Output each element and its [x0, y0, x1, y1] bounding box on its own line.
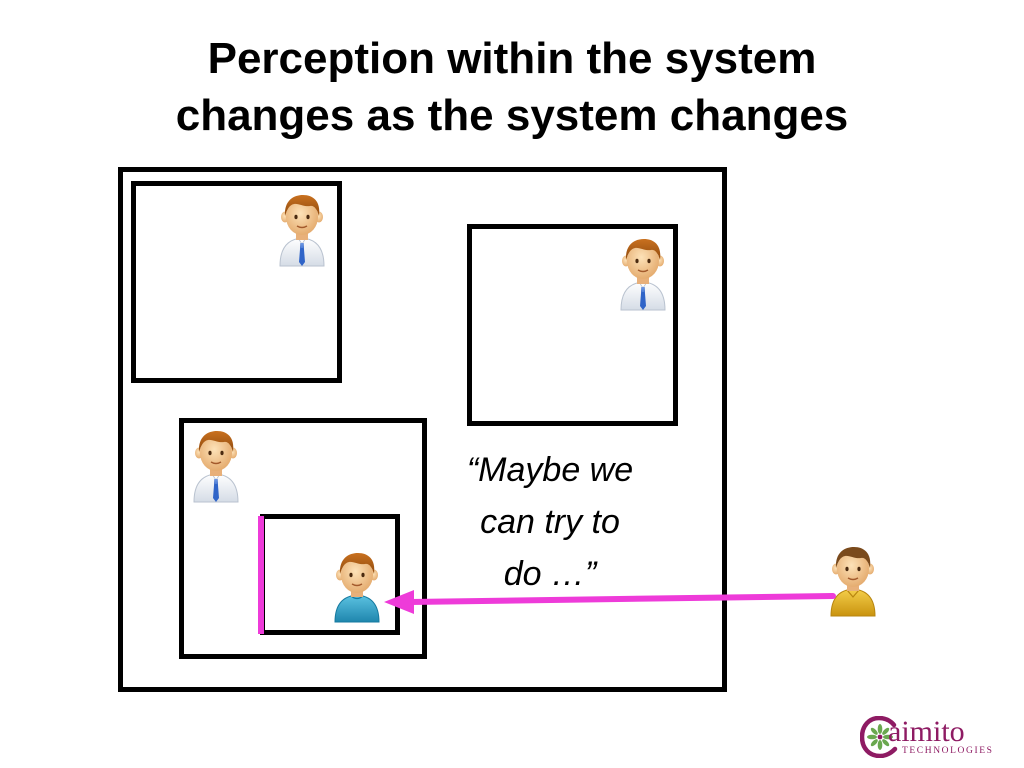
slide-title-line-2: changes as the system changes [175, 91, 849, 140]
quote-line-1: “Maybe we [466, 451, 634, 489]
outer-system-box [118, 167, 727, 692]
caimito-logo-mark-icon [860, 716, 898, 758]
caimito-logo: aimito TECHNOLOGIES [860, 712, 1010, 762]
slide-title: Perception within the system changes as … [0, 30, 1024, 144]
subsystem-box-top-left [131, 181, 342, 383]
subsystem-box-bottom-left [179, 418, 427, 659]
slide-title-line-1: Perception within the system [207, 34, 817, 83]
speech-quote: “Maybe we can try to do …” [430, 444, 670, 600]
logo-wordmark: aimito [888, 715, 965, 748]
person-icon [617, 236, 669, 311]
highlighted-boundary [258, 516, 264, 634]
external-person-icon [827, 545, 879, 617]
subsystem-box-top-right [467, 224, 678, 426]
quote-line-3: do …” [503, 555, 597, 593]
quote-line-2: can try to [480, 503, 620, 541]
person-icon [190, 428, 242, 503]
logo-subtitle: TECHNOLOGIES [902, 746, 994, 756]
person-icon [276, 192, 328, 267]
inner-person-icon [331, 551, 383, 623]
